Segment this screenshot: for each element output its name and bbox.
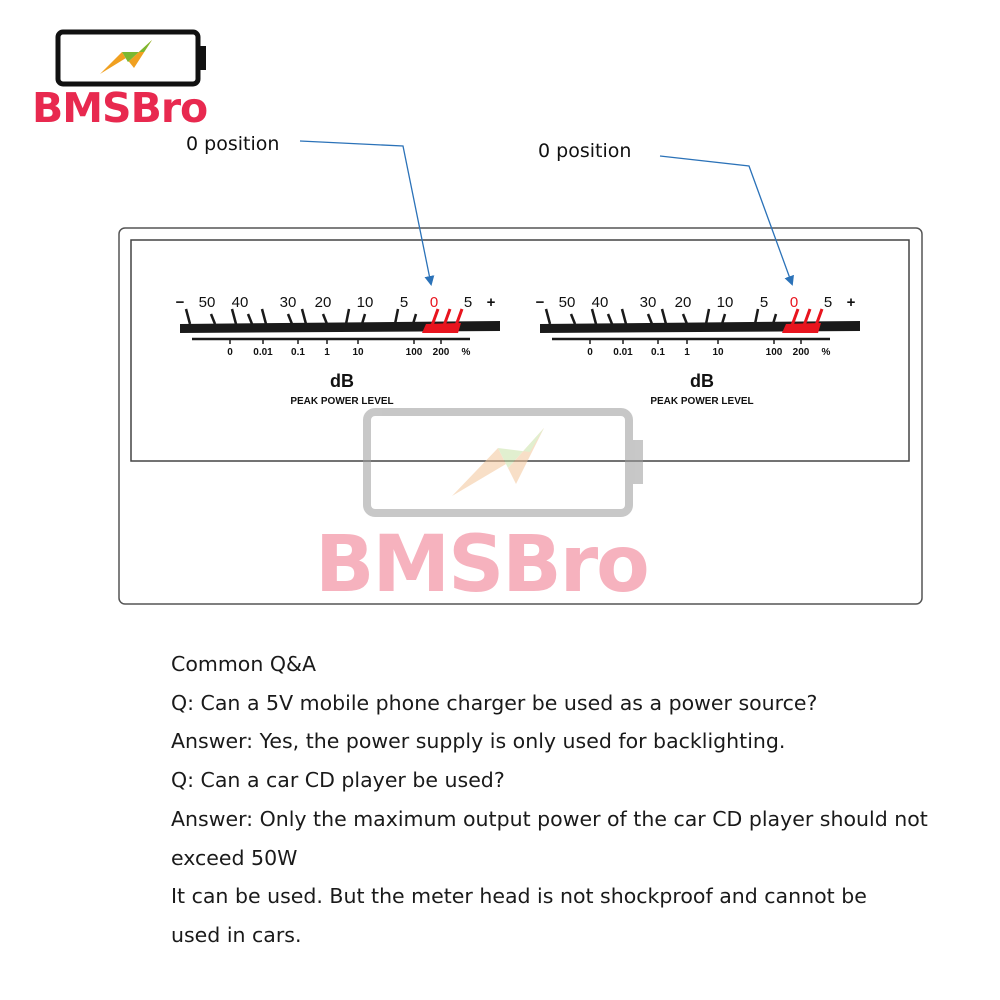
watermark-battery-icon (363, 408, 643, 517)
percent-scale-label: 100 (766, 347, 783, 358)
db-scale-label: 10 (717, 294, 734, 311)
db-scale-label: 20 (315, 294, 332, 311)
qa-line: Answer: Only the maximum output power of… (171, 806, 928, 831)
major-tick (606, 313, 614, 325)
db-scale-label: 30 (640, 294, 657, 311)
percent-scale-label: 100 (406, 347, 423, 358)
percent-scale-label: 10 (712, 347, 724, 358)
db-scale-label: 10 (357, 294, 374, 311)
qa-line: Q: Can a 5V mobile phone charger be used… (171, 690, 818, 715)
brand-logo-text: BMSBro (32, 84, 208, 132)
qa-line: Q: Can a car CD player be used? (171, 768, 505, 793)
db-scale-label: 0 (790, 294, 798, 311)
major-tick (544, 308, 552, 325)
major-tick (620, 308, 628, 325)
percent-scale-label: % (462, 347, 471, 358)
major-tick (300, 308, 308, 325)
percent-scale-label: 1 (324, 347, 330, 358)
zero-position-label-right: 0 position (538, 140, 632, 162)
qa-line: used in cars. (171, 922, 302, 947)
major-tick (771, 313, 778, 325)
scale-band (180, 321, 500, 333)
db-scale-label: + (487, 294, 496, 311)
major-tick (209, 313, 217, 325)
major-tick (720, 313, 727, 325)
major-tick (753, 308, 760, 325)
major-tick (286, 313, 294, 325)
percent-scale-label: % (822, 347, 831, 358)
major-tick (321, 313, 329, 325)
percent-scale-label: 200 (793, 347, 810, 358)
percent-scale-label: 0.1 (291, 347, 305, 358)
percent-scale-label: 0.1 (651, 347, 665, 358)
major-tick (704, 308, 711, 325)
major-tick (569, 313, 577, 325)
db-scale-label: + (847, 294, 856, 311)
unit-label: dB (690, 371, 714, 391)
major-tick (590, 308, 598, 325)
db-scale-label: 0 (430, 294, 438, 311)
percent-scale-label: 0.01 (253, 347, 273, 358)
red-tick (440, 308, 452, 332)
db-scale-label: 40 (592, 294, 609, 311)
qa-section: Common Q&A Q: Can a 5V mobile phone char… (171, 645, 971, 955)
percent-scale-label: 0.01 (613, 347, 633, 358)
major-tick (646, 313, 654, 325)
percent-scale-label: 200 (433, 347, 450, 358)
major-tick (260, 308, 268, 325)
zero-arrow-left (299, 140, 435, 286)
meter-caption: PEAK POWER LEVEL (290, 396, 393, 407)
zero-arrow-right (659, 155, 794, 286)
major-tick (681, 313, 689, 325)
major-tick (660, 308, 668, 325)
db-scale-label: 5 (400, 294, 408, 311)
red-tick (788, 308, 800, 332)
brand-logo (55, 29, 206, 87)
meter-window (130, 239, 910, 462)
scale-band (540, 321, 860, 333)
red-tick (452, 308, 464, 332)
db-scale-label: 30 (280, 294, 297, 311)
qa-line: exceed 50W (171, 845, 298, 870)
red-tick (428, 308, 440, 332)
lightning-icon (100, 40, 152, 74)
db-scale-label: 5 (760, 294, 768, 311)
percent-scale-label: 10 (352, 347, 364, 358)
unit-label: dB (330, 371, 354, 391)
qa-heading: Common Q&A (171, 652, 316, 676)
db-scale-label: 50 (199, 294, 216, 311)
major-tick (184, 308, 192, 325)
percent-scale-label: 0 (587, 347, 593, 358)
percent-scale-label: 0 (227, 347, 233, 358)
major-tick (393, 308, 400, 325)
major-tick (411, 313, 418, 325)
db-scale-label: − (176, 294, 185, 311)
major-tick (360, 313, 367, 325)
zero-position-label-left: 0 position (186, 133, 280, 155)
db-scale-label: 50 (559, 294, 576, 311)
red-tick (800, 308, 812, 332)
red-tick (812, 308, 824, 332)
watermark-text: BMSBro (315, 520, 650, 610)
major-tick (230, 308, 238, 325)
meter-caption: PEAK POWER LEVEL (650, 396, 753, 407)
qa-line: Answer: Yes, the power supply is only us… (171, 729, 786, 754)
db-scale-label: 5 (824, 294, 832, 311)
qa-line: It can be used. But the meter head is no… (171, 884, 867, 909)
db-scale-label: 40 (232, 294, 249, 311)
db-scale-label: 5 (464, 294, 472, 311)
db-scale-label: 20 (675, 294, 692, 311)
percent-scale-label: 1 (684, 347, 690, 358)
major-tick (344, 308, 351, 325)
major-tick (246, 313, 254, 325)
db-scale-label: − (536, 294, 545, 311)
